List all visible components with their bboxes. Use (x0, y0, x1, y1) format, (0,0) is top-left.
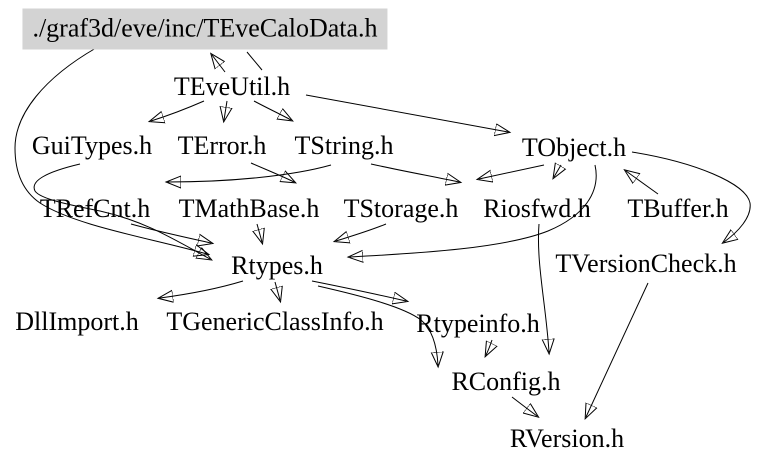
edge-rtypes-to-dllimport (160, 280, 244, 298)
node-tstring[interactable]: TString.h (294, 131, 394, 160)
edge-teveutil-to-tstring (253, 100, 291, 120)
edge-tstring-to-riosfwd (370, 163, 459, 182)
edge-rtypes-to-tgenericclassinfo (275, 281, 280, 300)
node-tstorage[interactable]: TStorage.h (343, 194, 459, 223)
edge-tobject-to-riosfwd (554, 165, 561, 177)
node-tgenericclassinfo[interactable]: TGenericClassInfo.h (166, 307, 384, 336)
node-rconfig[interactable]: RConfig.h (451, 367, 561, 396)
edge-rconfig-to-rversion (511, 396, 537, 416)
node-tmathbase[interactable]: TMathBase.h (178, 194, 320, 223)
edge-guitypes-to-rtypes (33, 163, 210, 259)
edge-teveutil-to-guitypes (151, 100, 205, 121)
edge-tversioncheck-to-rversion (586, 282, 649, 417)
node-guitypes[interactable]: GuiTypes.h (31, 131, 153, 160)
edge-tbuffer-to-tobject (626, 171, 659, 195)
node-tevecalodata: ./graf3d/eve/inc/TEveCaloData.h (22, 8, 388, 50)
node-riosfwd[interactable]: Riosfwd.h (483, 194, 591, 223)
edge-tobject-to-tversioncheck (631, 151, 751, 242)
node-rversion[interactable]: RVersion.h (509, 424, 625, 453)
node-terror[interactable]: TError.h (177, 131, 267, 160)
edge-rtypeinfo-to-rconfig (486, 339, 492, 355)
node-tbuffer[interactable]: TBuffer.h (627, 194, 729, 223)
edge-rtypes-to-rconfig (317, 285, 438, 365)
node-tversioncheck[interactable]: TVersionCheck.h (555, 249, 737, 278)
edge-tstorage-to-rtypes (336, 223, 387, 241)
node-rtypes[interactable]: Rtypes.h (231, 251, 323, 280)
edge-riosfwd-to-rconfig (537, 223, 549, 352)
edge-teveutil-to-tobject (305, 94, 508, 132)
edge-terror-to-tmathbase (250, 162, 294, 182)
edge-tobject-to-tstorage (479, 164, 545, 179)
node-trefcnt[interactable]: TRefCnt.h (39, 194, 151, 223)
edge-group (14, 47, 751, 417)
edge-teveutil-to-terror (224, 100, 227, 120)
node-teveutil[interactable]: TEveUtil.h (173, 72, 291, 101)
edge-teveutil-to-tevecalodata (212, 55, 225, 73)
edge-tmathbase-to-rtypes (257, 223, 262, 242)
edge-tevecalodata-to-rtypes (14, 47, 207, 254)
edge-tevecalodata-to-teveutil (246, 51, 263, 71)
node-tobject[interactable]: TObject.h (521, 133, 627, 162)
edge-tstring-to-trefcnt (168, 164, 332, 182)
node-rtypeinfo[interactable]: Rtypeinfo.h (416, 309, 540, 338)
edge-rtypes-to-rtypeinfo (311, 280, 406, 301)
node-dllimport[interactable]: DllImport.h (15, 307, 139, 336)
edge-trefcnt-to-rtypes (130, 223, 211, 243)
edge-tobject-to-rtypes (350, 164, 597, 257)
